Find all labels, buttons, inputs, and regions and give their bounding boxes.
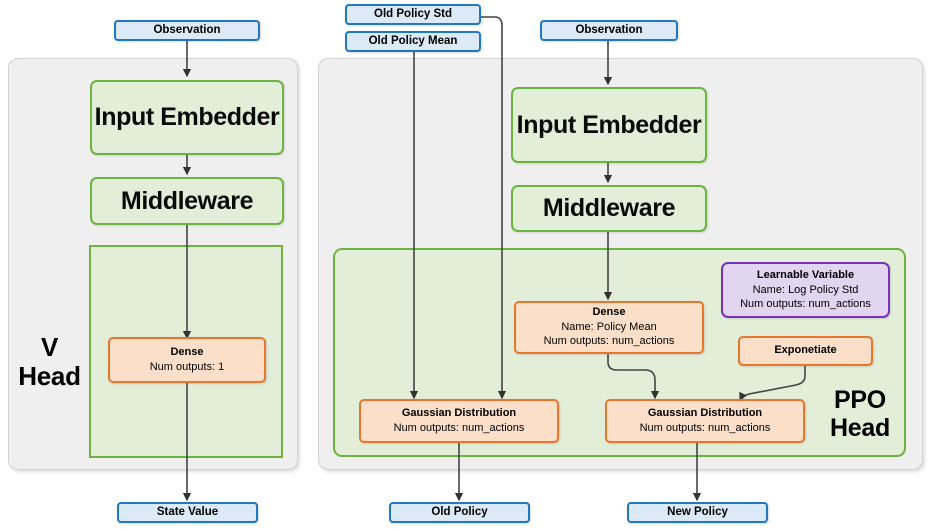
- ppo-gaussian-new-title: Gaussian Distribution: [647, 406, 763, 419]
- v-head-label-line2: Head: [18, 361, 81, 392]
- ppo-head-label-line1: PPO: [834, 386, 886, 414]
- ppo-gaussian-old-title: Gaussian Distribution: [401, 406, 517, 419]
- v-dense-box[interactable]: Dense Num outputs: 1: [108, 337, 266, 383]
- v-head-label-line1: V: [40, 332, 59, 362]
- input-old-policy-std-label: Old Policy Std: [374, 8, 452, 21]
- output-state-value[interactable]: State Value: [117, 502, 258, 523]
- ppo-learnable-variable-name: Name: Log Policy Std: [752, 283, 859, 296]
- output-old-policy-label: Old Policy: [431, 506, 488, 519]
- input-observation-right-label: Observation: [575, 24, 643, 37]
- input-observation-right[interactable]: Observation: [540, 20, 678, 41]
- input-observation-left-label: Observation: [153, 24, 221, 37]
- v-dense-title: Dense: [170, 345, 204, 358]
- v-input-embedder-box[interactable]: Input Embedder: [90, 80, 284, 155]
- v-input-embedder-label: Input Embedder: [94, 103, 280, 131]
- ppo-input-embedder-box[interactable]: Input Embedder: [511, 87, 707, 163]
- ppo-dense-policy-mean-name: Name: Policy Mean: [561, 321, 657, 334]
- ppo-gaussian-old-box[interactable]: Gaussian Distribution Num outputs: num_a…: [359, 399, 559, 443]
- ppo-middleware-box[interactable]: Middleware: [511, 185, 707, 232]
- v-middleware-box[interactable]: Middleware: [90, 177, 284, 225]
- ppo-middleware-label: Middleware: [542, 194, 676, 222]
- v-middleware-label: Middleware: [120, 186, 254, 215]
- ppo-gaussian-new-box[interactable]: Gaussian Distribution Num outputs: num_a…: [605, 399, 805, 443]
- ppo-head-label: PPO Head: [820, 386, 900, 442]
- ppo-learnable-variable-title: Learnable Variable: [756, 268, 855, 281]
- input-observation-left[interactable]: Observation: [114, 20, 260, 41]
- input-old-policy-mean-label: Old Policy Mean: [368, 35, 458, 48]
- ppo-dense-policy-mean-title: Dense: [592, 306, 626, 319]
- ppo-gaussian-old-num-outputs: Num outputs: num_actions: [393, 421, 525, 434]
- output-state-value-label: State Value: [156, 506, 219, 519]
- ppo-head-label-line2: Head: [830, 414, 890, 442]
- v-head-label: V Head: [12, 332, 87, 392]
- input-old-policy-std[interactable]: Old Policy Std: [345, 4, 481, 25]
- ppo-learnable-variable-num-outputs: Num outputs: num_actions: [740, 297, 871, 310]
- output-old-policy[interactable]: Old Policy: [389, 502, 530, 523]
- input-old-policy-mean[interactable]: Old Policy Mean: [345, 31, 481, 52]
- ppo-dense-policy-mean-num-outputs: Num outputs: num_actions: [543, 335, 675, 348]
- ppo-exponetiate-title: Exponetiate: [774, 344, 837, 357]
- output-new-policy[interactable]: New Policy: [627, 502, 768, 523]
- ppo-dense-policy-mean-box[interactable]: Dense Name: Policy Mean Num outputs: num…: [514, 301, 704, 354]
- v-dense-num-outputs: Num outputs: 1: [149, 360, 225, 373]
- ppo-exponetiate-box[interactable]: Exponetiate: [738, 336, 873, 366]
- ppo-gaussian-new-num-outputs: Num outputs: num_actions: [639, 421, 771, 434]
- ppo-learnable-variable-box[interactable]: Learnable Variable Name: Log Policy Std …: [721, 262, 890, 318]
- ppo-input-embedder-label: Input Embedder: [516, 110, 702, 139]
- output-new-policy-label: New Policy: [667, 506, 728, 519]
